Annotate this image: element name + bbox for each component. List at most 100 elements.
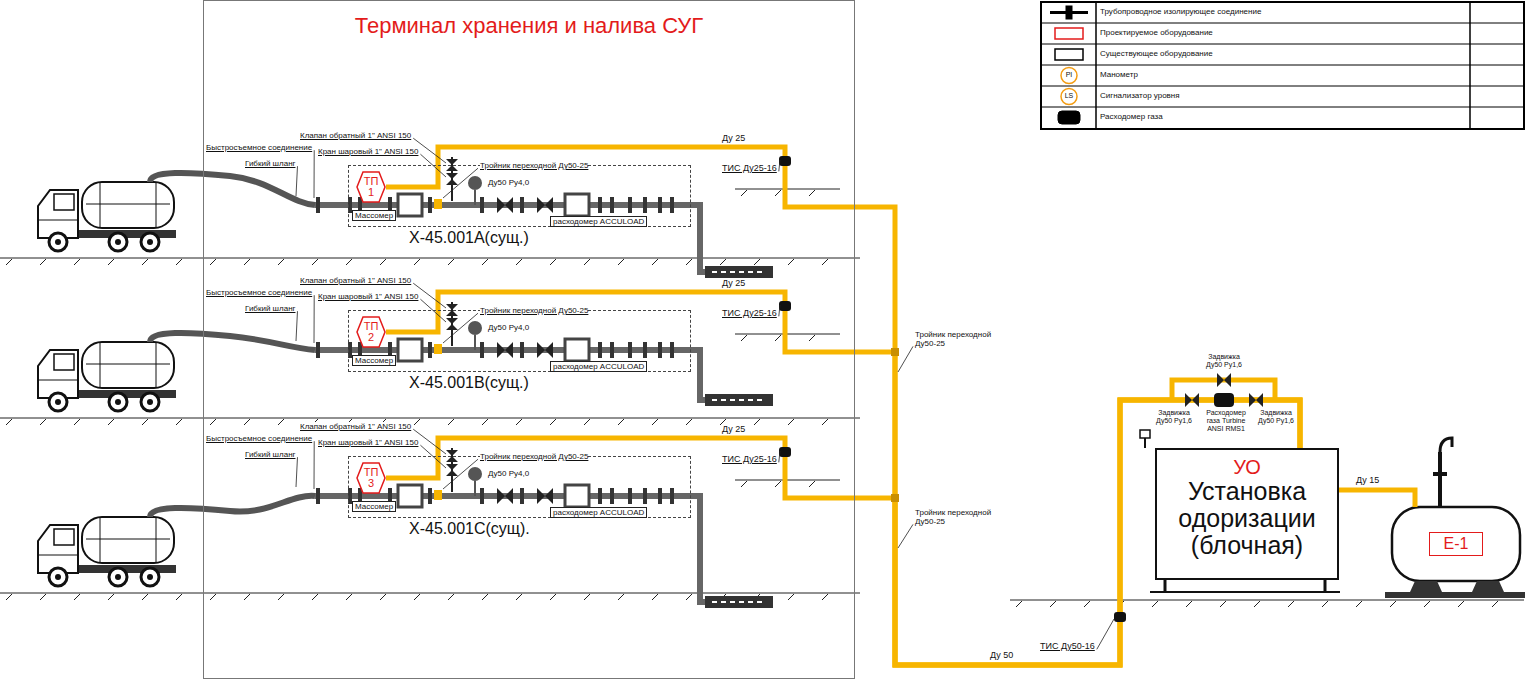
terminal-region: Терминал хранения и налива СУГX-45.001A(…: [203, 0, 855, 679]
pipe-flange: [643, 197, 647, 213]
truck-wheel: [141, 393, 159, 411]
ground-hatch: [809, 481, 815, 487]
ground-hatch: [448, 419, 454, 425]
ground-hatch: [346, 259, 352, 265]
ground-hatch: [1424, 601, 1430, 607]
reducing-tee: [434, 490, 442, 500]
callout-label: Тройник переходной Ду50-25: [480, 306, 588, 315]
flexible-hose: [150, 496, 315, 517]
pipe-flange: [670, 342, 674, 358]
ground-hatch: [809, 190, 815, 196]
callout-label: Быстросъемное соединение: [206, 143, 312, 152]
legend-text: Манометр: [1100, 70, 1138, 79]
ground-hatch: [1254, 601, 1260, 607]
ground-hatch: [6, 419, 12, 425]
truck-wheel: [141, 233, 159, 251]
legend-sample-level: [1061, 89, 1077, 105]
truck-cab: [38, 525, 78, 573]
pipe-flange: [316, 488, 320, 504]
legend-rule: [1095, 2, 1097, 129]
ground-hatch: [482, 259, 488, 265]
valve-symbol: [497, 197, 513, 213]
truck-wheel: [109, 393, 127, 411]
ground-hatch: [176, 419, 182, 425]
truck-window: [54, 194, 74, 210]
valve-symbol: [446, 464, 458, 476]
ground-hatch: [652, 594, 658, 600]
flow-meter: [565, 194, 589, 216]
insulating-joint: [779, 447, 791, 457]
ground-hatch: [822, 419, 828, 425]
legend-rule: [1041, 65, 1524, 66]
unit-leg: [1164, 580, 1167, 592]
pipe-flange: [610, 197, 614, 213]
ground-hatch: [108, 419, 114, 425]
ground-hatch: [550, 594, 556, 600]
manometer: [474, 481, 476, 496]
tank-base: [1385, 592, 1525, 598]
truck-wheel: [115, 399, 121, 405]
ground-hatch: [142, 419, 148, 425]
valve-symbol: [446, 318, 458, 330]
ground-hatch: [414, 594, 420, 600]
ground-hatch: [176, 594, 182, 600]
legend-box: [1041, 2, 1524, 129]
pipe-flange: [610, 342, 614, 358]
ground-hatch: [1186, 601, 1192, 607]
callout-label: Расходомер газа Turbine ANSI RMS1: [1199, 409, 1253, 433]
valve-symbol: [446, 173, 458, 185]
ground-hatch: [108, 259, 114, 265]
ground-line: [0, 258, 860, 259]
equipment-tag: X-45.001B(сущ.): [409, 374, 529, 392]
callout-label: Задвижка Ду50 Ру1,6: [1257, 409, 1295, 425]
callout-label: Гибкий шланг: [245, 450, 295, 459]
collector-box: [748, 601, 753, 603]
callout-label: Ду50 Ру4,0: [488, 469, 529, 478]
callout-label: Тройник переходной Ду50-25: [480, 452, 588, 461]
gate-valve: [1217, 373, 1231, 387]
callout-label: Задвижка Ду50 Ру1,6: [1203, 353, 1245, 369]
ground-hatch: [1492, 601, 1498, 607]
ground-hatch: [278, 594, 284, 600]
leader-line: [443, 313, 478, 343]
ground-hatch: [244, 594, 250, 600]
pipe-flange: [628, 488, 632, 504]
process-pipe: [315, 496, 712, 602]
mass-meter: [398, 485, 422, 507]
unit-leg: [1324, 580, 1327, 592]
ground-hatch: [6, 259, 12, 265]
collector-box: [757, 399, 762, 401]
collector-box: [748, 399, 753, 401]
truck-tank: [86, 539, 170, 540]
hexagon-outline: [357, 172, 385, 202]
tank-flange: [1433, 472, 1447, 476]
ground-hatch: [809, 335, 815, 341]
pipe-flange: [598, 197, 602, 213]
truck-tank: [86, 204, 170, 205]
callout-label: Ду50 Ру4,0: [488, 178, 529, 187]
storage-tank: Е-1: [1392, 507, 1520, 581]
leader-line: [314, 441, 315, 489]
ground-hatch: [516, 419, 522, 425]
hexagon-tag: ТП 3: [356, 462, 386, 494]
pipe-flange: [316, 342, 320, 358]
ground-hatch: [741, 190, 747, 196]
leader-line: [296, 311, 297, 341]
callout-label: Ду50 Ру4,0: [488, 323, 529, 332]
ground-hatch: [1220, 601, 1226, 607]
truck-tank: [86, 364, 170, 365]
legend-rule: [1041, 86, 1524, 87]
ground-hatch: [312, 594, 318, 600]
legend-text: Трубопроводное изолирующее соединение: [1100, 7, 1261, 16]
flexible-hose: [150, 333, 315, 350]
ground-hatch: [482, 594, 488, 600]
insulating-joint: [779, 301, 791, 311]
callout-label: Тройник переходной Ду50-25: [915, 508, 999, 526]
leader-line: [779, 160, 780, 171]
equipment-tag: X-45.001A(сущ.): [409, 229, 529, 247]
truck-wheel: [147, 399, 153, 405]
callout-label: Клапан обратный 1" ANSI 150: [300, 422, 411, 431]
valve-symbol: [537, 488, 553, 504]
truck-wheel: [49, 568, 67, 586]
gas-meter: [1214, 393, 1234, 407]
